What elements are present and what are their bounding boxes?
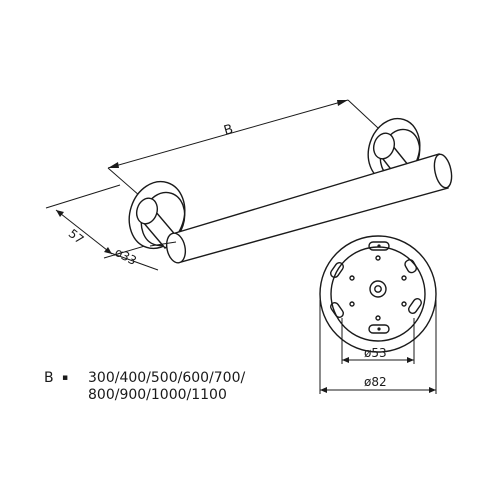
front-rosette <box>128 180 186 250</box>
length-separator: ▪ <box>62 373 68 383</box>
center-hole-icon <box>369 280 387 298</box>
length-symbol: B <box>44 370 54 386</box>
length-values-line-2: 800/900/1000/1100 <box>88 387 227 403</box>
dimension-b-label: B <box>222 122 235 139</box>
rosette-inner-circle <box>330 246 426 342</box>
length-options: B ▪ 300/400/500/600/700/ 800/900/1000/11… <box>44 370 245 403</box>
dimension-b: B <box>107 99 379 197</box>
screw-slots <box>330 241 422 334</box>
hole-circle-label: ø53 <box>364 346 387 360</box>
grab-bar-isometric: B 57 <box>45 99 453 271</box>
screw-slot-upper-left-icon <box>330 262 355 281</box>
length-values-line-1: 300/400/500/600/700/ <box>88 370 245 386</box>
tube-diameter-leader <box>107 251 159 271</box>
rosette-diameter-label: ø82 <box>364 375 387 389</box>
dimension-projection-label: 57 <box>66 226 87 246</box>
screw-slot-upper-right-icon <box>401 259 418 281</box>
screw-slot-bottom-icon <box>368 315 390 334</box>
screw-slot-lower-right-icon <box>401 298 422 314</box>
hole-circle-dimension: ø53 <box>341 318 415 364</box>
screw-slot-top-icon <box>368 241 390 261</box>
dimension-projection: 57 <box>45 184 166 259</box>
rosette-diameter-dimension: ø82 <box>319 300 437 394</box>
rosette-front-view: ø53 ø82 <box>319 235 437 394</box>
handrail-tube <box>149 153 453 264</box>
rosette-outer-circle <box>319 235 437 353</box>
screw-slot-lower-left-icon <box>330 301 355 318</box>
